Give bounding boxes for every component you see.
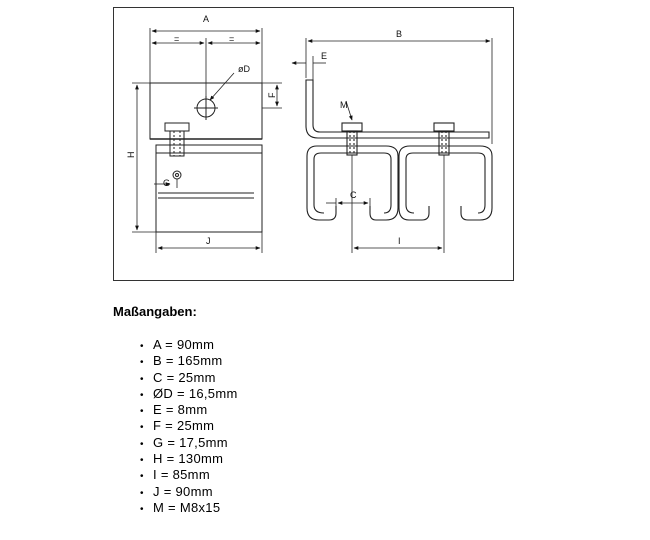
side-dimensions <box>291 38 493 253</box>
spec-text: A = 90mm <box>153 337 215 352</box>
label-m: M <box>340 100 348 110</box>
label-g: G <box>163 178 170 188</box>
right-channel <box>398 145 493 221</box>
label-a: A <box>203 14 209 24</box>
front-dimensions <box>132 28 282 253</box>
label-eq-right: = <box>229 34 234 44</box>
small-roller <box>172 170 182 180</box>
spec-item-h: • H = 130mm <box>140 451 238 467</box>
label-eq-left: = <box>174 34 179 44</box>
spec-text: M = M8x15 <box>153 499 221 515</box>
bullet: • <box>140 503 144 515</box>
spec-text: G = 17,5mm <box>153 434 228 450</box>
spec-text: C = 25mm <box>153 369 216 385</box>
spec-text: F = 25mm <box>153 418 215 434</box>
label-d: øD <box>238 64 250 74</box>
bullet: • <box>140 487 144 499</box>
spec-item-f: • F = 25mm <box>140 418 238 434</box>
spec-list: • A = 90mm • B = 165mm • C = 25mm • ØD = 16,… <box>140 337 238 516</box>
bullet: • <box>140 422 144 434</box>
front-view <box>149 82 263 233</box>
spec-item-c: • C = 25mm <box>140 370 238 386</box>
trolley-diagram: A = = øD F H G J B E M C I <box>126 14 493 253</box>
spec-heading: Maßangaben: <box>113 304 197 319</box>
spec-text: B = 165mm <box>153 353 223 369</box>
spec-text: H = 130mm <box>153 451 224 467</box>
spec-item-e: • E = 8mm <box>140 402 238 418</box>
bullet: • <box>140 471 144 483</box>
spec-item-i: • I = 85mm <box>140 467 238 483</box>
label-j: J <box>206 236 211 246</box>
bolt-left <box>341 122 363 132</box>
bullet: • <box>140 373 144 385</box>
spec-item-g: • G = 17,5mm <box>140 435 238 451</box>
spec-item-j: • J = 90mm <box>140 484 238 500</box>
l-bracket <box>305 79 490 139</box>
label-e: E <box>321 51 327 61</box>
spec-item-m: • M = M8x15 <box>140 500 238 516</box>
spec-item-b: • B = 165mm <box>140 353 238 369</box>
bullet: • <box>140 455 144 467</box>
bullet: • <box>140 389 144 401</box>
label-b: B <box>396 29 402 39</box>
spec-item-a: • A = 90mm <box>140 337 238 353</box>
bullet: • <box>140 341 144 352</box>
spec-text: E = 8mm <box>153 402 208 418</box>
bullet: • <box>140 406 144 418</box>
label-c: C <box>350 190 357 200</box>
bullet: • <box>140 357 144 369</box>
label-i: I <box>398 236 401 246</box>
bullet: • <box>140 438 144 450</box>
side-view <box>305 79 493 221</box>
label-h: H <box>126 152 136 159</box>
spec-text: I = 85mm <box>153 467 210 483</box>
spec-text: ØD = 16,5mm <box>153 385 238 401</box>
bolt-right <box>433 122 455 132</box>
left-channel <box>306 145 399 221</box>
spec-text: J = 90mm <box>153 483 213 499</box>
spec-item-d: • ØD = 16,5mm <box>140 386 238 402</box>
rail-body <box>155 144 263 233</box>
technical-drawing: A = = øD F H G J B E M C I <box>113 7 514 281</box>
bolt-head <box>164 122 190 132</box>
label-f: F <box>267 92 277 98</box>
